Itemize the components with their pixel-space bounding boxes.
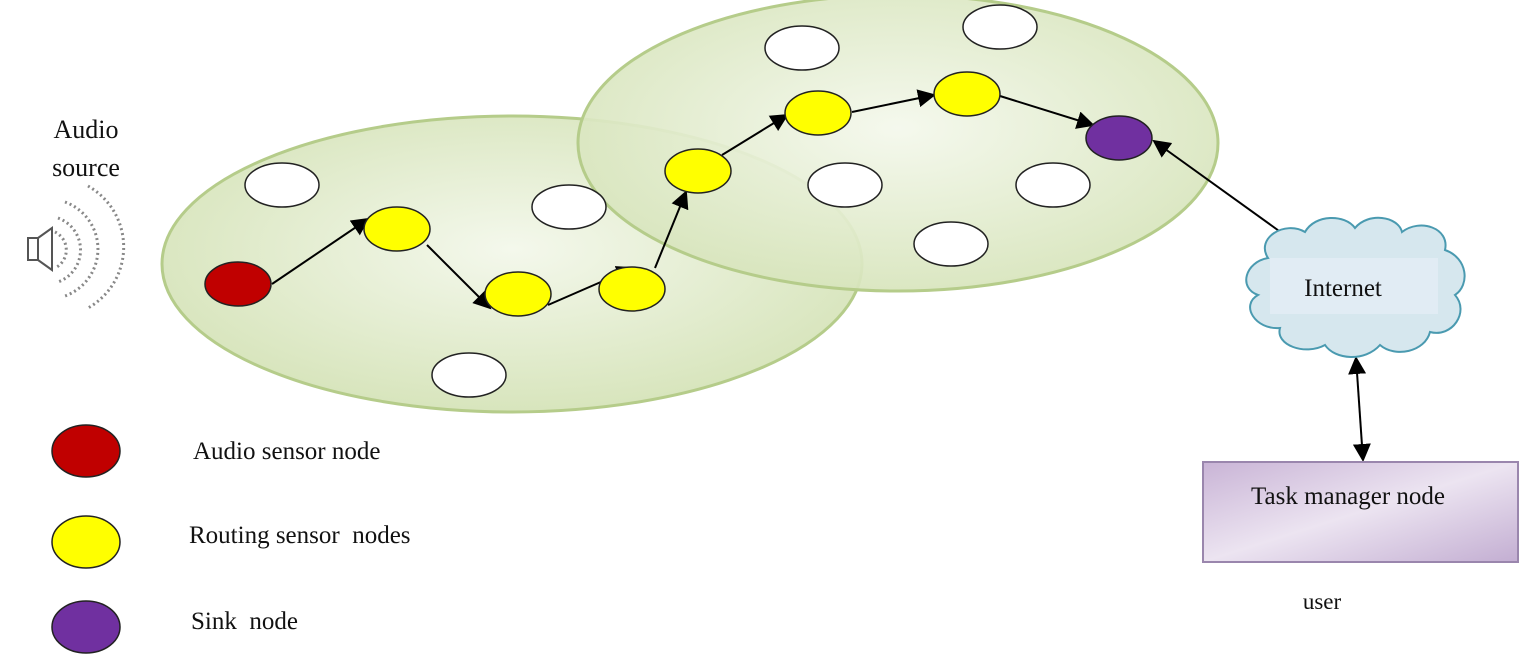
routing-node [598,266,666,312]
idle-node [962,4,1038,50]
legend-audio-sensor-label: Audio sensor node [193,438,380,465]
speaker-icon [27,184,126,310]
routing-node [933,71,1001,117]
route-arrow [999,95,1095,129]
route-arrow [654,190,689,269]
internet-task-link [1348,356,1371,462]
routing-node [784,90,852,136]
task-manager-node [1202,461,1519,563]
sink-node [1085,115,1153,161]
internet-cloud-icon [1245,216,1466,358]
internet-label: Internet [1304,275,1382,302]
legend-routing-swatch [51,515,121,569]
user-label: user [1303,589,1342,614]
legend-audio-sensor-swatch [51,424,121,478]
audio-source-label-line2: source [52,153,120,182]
idle-node [531,184,607,230]
route-arrow [271,217,370,285]
idle-node [807,162,883,208]
routing-node [484,271,552,317]
idle-node [431,352,507,398]
idle-node [764,25,840,71]
audio-sensor-node [204,261,272,307]
task-manager-label: Task manager node [1251,483,1445,510]
route-arrow [426,244,492,310]
routing-node [363,206,431,252]
routing-node [664,148,732,194]
route-arrow [721,113,789,156]
idle-node [244,162,320,208]
legend-sink-swatch [51,600,121,654]
idle-node [1015,162,1091,208]
legend-sink-label: Sink node [191,608,298,635]
legend-routing-label: Routing sensor nodes [189,522,411,549]
route-arrow [851,89,936,113]
idle-node [913,221,989,267]
audio-source-label-line1: Audio [54,115,119,144]
sink-internet-link [1152,139,1302,248]
